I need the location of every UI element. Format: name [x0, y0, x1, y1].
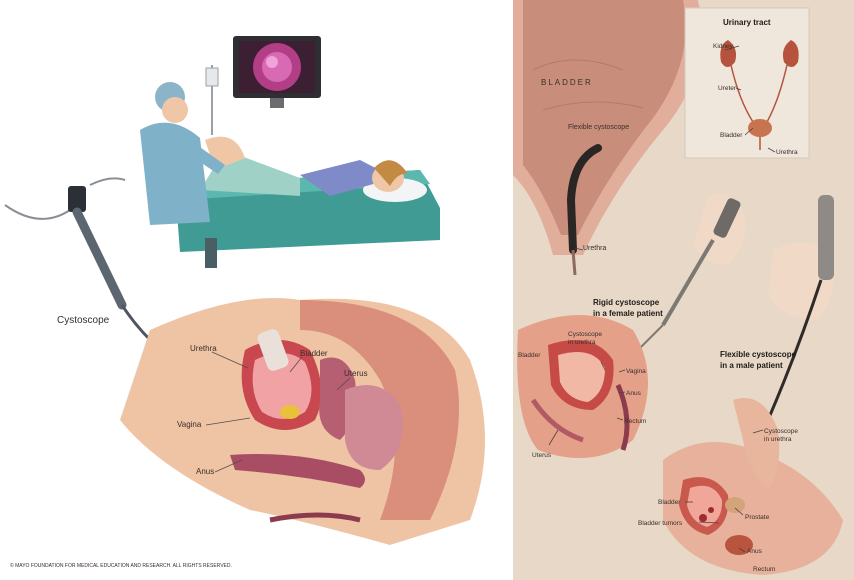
label-anus: Anus [196, 467, 214, 476]
label-cystoscope: Cystoscope [57, 315, 110, 326]
label-urethra-cutaway: Urethra [583, 245, 606, 252]
label-female-uterus: Uterus [532, 452, 552, 459]
label-urethra: Urethra [190, 344, 217, 353]
rigid-cystoscope-title-line2: in a female patient [593, 309, 663, 318]
exam-table-illustration [175, 137, 440, 268]
flexible-cystoscope-title-line2: in a male patient [720, 361, 783, 370]
label-inset-urethra: Urethra [776, 149, 798, 156]
label-kidney: Kidney [713, 43, 734, 50]
label-female-vagina: Vagina [626, 368, 646, 375]
label-female-anus: Anus [626, 390, 642, 397]
label-vagina: Vagina [177, 420, 202, 429]
label-male-prostate: Prostate [745, 514, 770, 521]
flexible-cystoscope-title-line1: Flexible cystoscope [720, 350, 797, 359]
bladder-cutaway-illustration [513, 0, 701, 275]
urinary-tract-title: Urinary tract [723, 18, 771, 27]
label-female-cystoscope-2: in urethra [568, 339, 596, 346]
right-illustration: Urinary tract Kidney Ureter Bladder Uret… [513, 0, 854, 580]
copyright-notice: © MAYO FOUNDATION FOR MEDICAL EDUCATION … [10, 562, 232, 569]
right-illustration-panel: Urinary tract Kidney Ureter Bladder Uret… [513, 0, 854, 580]
label-ureter: Ureter [718, 85, 737, 92]
label-female-rectum: Rectum [624, 418, 646, 425]
label-male-cystoscope-2: in urethra [764, 436, 792, 443]
label-inset-bladder: Bladder [720, 132, 743, 139]
label-bladder-watermark: BLADDER [541, 78, 593, 87]
label-flexible-cystoscope: Flexible cystoscope [568, 124, 629, 131]
pelvic-anatomy-illustration [120, 298, 485, 545]
left-illustration-panel: Cystoscope Urethra Bladder Uterus Vagina… [0, 0, 505, 580]
rigid-cystoscope-title-line1: Rigid cystoscope [593, 298, 660, 307]
label-male-cystoscope-1: Cystoscope [764, 428, 798, 435]
urinary-tract-inset [685, 8, 809, 158]
left-illustration: Cystoscope Urethra Bladder Uterus Vagina… [0, 0, 505, 580]
label-uterus: Uterus [344, 369, 368, 378]
label-female-bladder: Bladder [518, 352, 541, 359]
label-bladder: Bladder [300, 349, 328, 358]
label-male-anus: Anus [747, 548, 763, 555]
label-female-cystoscope-1: Cystoscope [568, 331, 602, 338]
monitor-illustration [206, 36, 321, 135]
label-male-bladder: Bladder [658, 499, 681, 506]
label-male-rectum: Rectum [753, 566, 775, 573]
label-male-bladder-tumors: Bladder tumors [638, 520, 683, 527]
